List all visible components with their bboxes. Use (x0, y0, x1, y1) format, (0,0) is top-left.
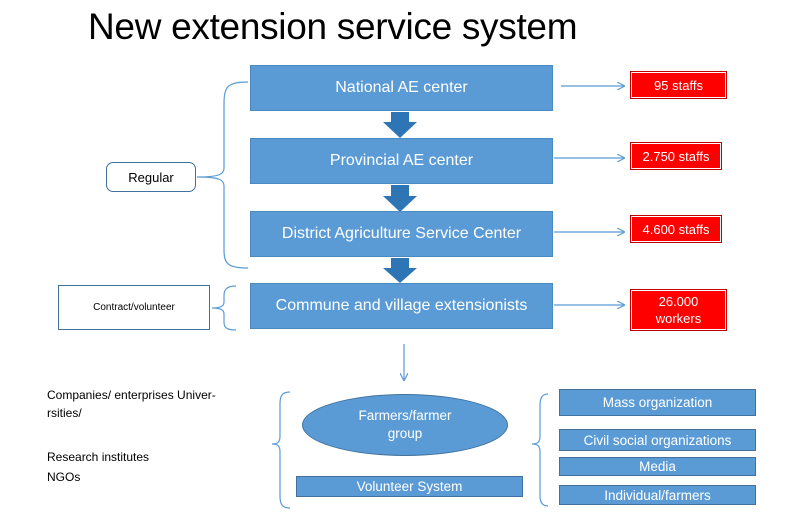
level-commune-box: Commune and village extensionists (250, 283, 553, 329)
individual-farmers-box: Individual/farmers (559, 485, 756, 505)
mass-organization-box: Mass organization (559, 389, 756, 416)
volunteer-system-box: Volunteer System (296, 476, 523, 497)
contract-volunteer-label: Contract/volunteer (58, 285, 210, 330)
regular-label: Regular (106, 162, 196, 192)
staff-badge-commune-line1: 26.000 (658, 294, 699, 309)
staff-badge-district: 4.600 staffs (630, 215, 722, 243)
left-partners-brace (271, 391, 291, 509)
staff-badge-commune: 26.000 workers (630, 289, 727, 331)
left-partners-line2: rsities/ (47, 406, 82, 420)
farmers-line2: group (387, 426, 423, 441)
right-partners-brace (531, 393, 549, 507)
down-arrow-3 (383, 258, 417, 283)
down-arrow-1 (383, 112, 417, 138)
farmers-line1: Farmers/farmer (358, 408, 452, 423)
civil-social-organizations-box: Civil social organizations (559, 429, 756, 451)
level-provincial-box: Provincial AE center (250, 138, 553, 184)
staff-badge-provincial: 2.750 staffs (630, 142, 722, 170)
regular-bracket (196, 81, 249, 269)
level-district-box: District Agriculture Service Center (250, 211, 553, 257)
staff-badge-commune-line2: workers (655, 311, 702, 326)
staff-badge-national: 95 staffs (630, 71, 727, 99)
media-box: Media (559, 457, 756, 476)
down-arrow-2 (383, 185, 417, 212)
left-partners-line4: NGOs (47, 470, 81, 484)
contract-bracket (211, 285, 237, 331)
left-partners-line1: Companies/ enterprises Univer- (47, 388, 216, 402)
level-national-box: National AE center (250, 65, 553, 111)
farmers-group-ellipse: Farmers/farmer group (302, 394, 508, 456)
diagram-title: New extension service system (88, 6, 578, 47)
left-partners-line3: Research institutes (47, 450, 150, 464)
